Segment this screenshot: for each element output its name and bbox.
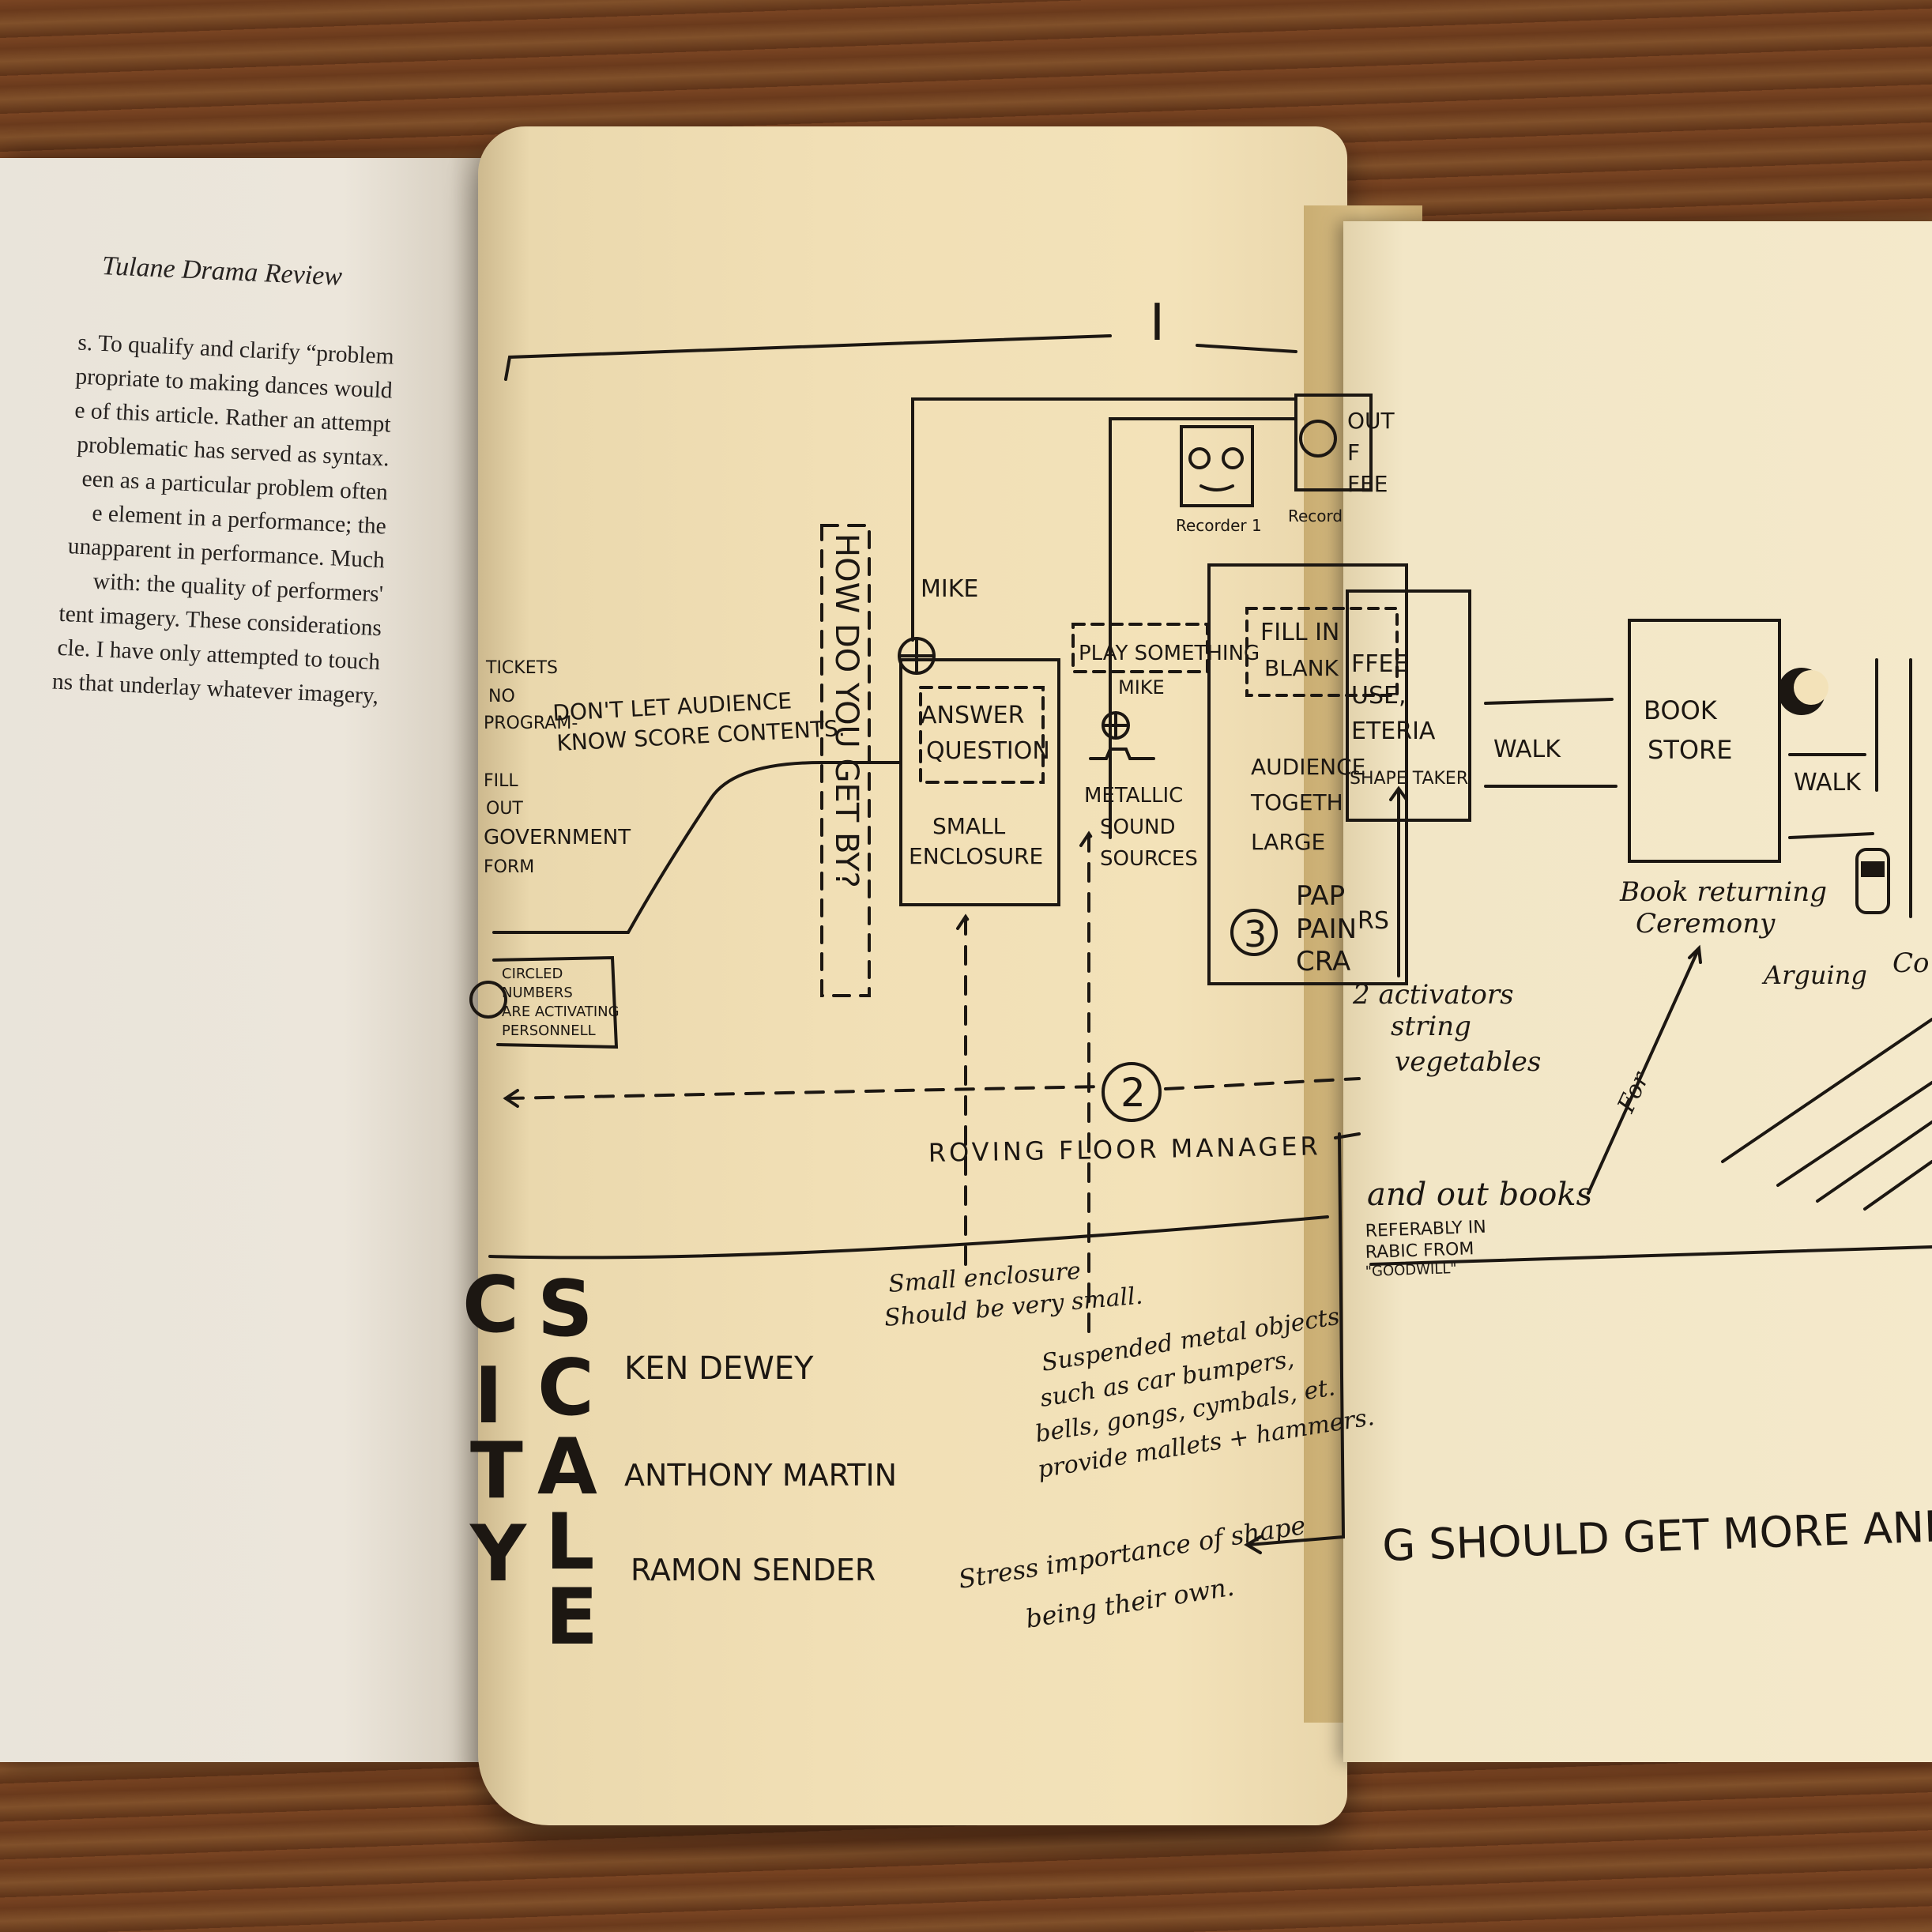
credit-ken-dewey: KEN DEWEY (624, 1350, 814, 1387)
enclosure-label: ENCLOSURE (909, 843, 1043, 869)
f-label: F (1347, 439, 1360, 465)
section-numeral: I (1150, 294, 1165, 352)
moon-icon (1778, 668, 1828, 715)
credit-ramon-sender: RAMON SENDER (631, 1553, 876, 1587)
cafeteria-label: ETERIA (1351, 717, 1436, 745)
stress-note: Stress importance of shape (956, 1510, 1308, 1595)
scale-letter: C (537, 1343, 594, 1433)
mike-2-label: MIKE (1118, 676, 1165, 699)
blank-label: BLANK (1264, 655, 1339, 681)
pain-label: PAIN (1296, 913, 1357, 945)
circle-3-label: 3 (1244, 913, 1267, 955)
coffee-label: FFEE (1351, 650, 1408, 678)
circled-note-line: PERSONNELL (502, 1022, 596, 1039)
cra-label: CRA (1296, 946, 1350, 977)
arguing-label: Arguing (1761, 960, 1867, 990)
sources-label: SOURCES (1100, 847, 1198, 871)
recorder-2-label: Record (1288, 507, 1343, 525)
right-foldout-page (1343, 221, 1932, 1762)
for-label: For (1612, 1067, 1655, 1117)
hand-out-books-label: and out books (1367, 1177, 1592, 1213)
recorder-label: Recorder 1 (1176, 516, 1262, 535)
out-label: OUT (1347, 408, 1395, 434)
car-icon (1855, 848, 1890, 914)
shape-taker-label: SHAPE TAKER (1350, 769, 1468, 789)
city-letter: C (462, 1260, 519, 1350)
circled-note-line: ARE ACTIVATING (502, 1004, 620, 1020)
house-label: USE, (1351, 682, 1407, 710)
scale-letter: S (537, 1264, 593, 1354)
left-book-page (0, 158, 490, 1762)
preferably-label: REFERABLY IN (1365, 1218, 1486, 1241)
audience-label: AUDIENCE (1251, 754, 1365, 780)
note-no: NO (488, 687, 515, 706)
book-returning-label: Book returning (1619, 876, 1827, 908)
city-letter: I (474, 1351, 503, 1441)
circled-note-line: NUMBERS (502, 985, 573, 1001)
goodwill-label: "GOODWILL" (1365, 1260, 1457, 1280)
vegetables-label: vegetables (1395, 1046, 1541, 1078)
being-their-own-note: being their own. (1023, 1572, 1236, 1634)
small-label: SMALL (932, 813, 1006, 839)
note-program: PROGRAM- (484, 714, 578, 733)
note-government: GOVERNMENT (484, 826, 631, 849)
note-fill: FILL (484, 771, 518, 791)
note-out: OUT (486, 799, 523, 819)
scale-letter: E (545, 1572, 598, 1663)
scale-letter: L (545, 1497, 594, 1587)
rabic-label: RABIC FROM (1365, 1239, 1474, 1263)
fill-in-label: FILL IN (1260, 619, 1339, 646)
note-tickets: TICKETS (485, 658, 558, 678)
city-letter: Y (469, 1509, 527, 1599)
rs-label: RS (1358, 907, 1389, 935)
large-label: LARGE (1251, 829, 1325, 855)
answer-label: ANSWER (921, 702, 1024, 729)
scale-letter: A (537, 1422, 597, 1512)
together-label: TOGETH (1250, 789, 1343, 815)
fee-label: FEE (1347, 471, 1388, 497)
pap-label: PAP (1296, 880, 1345, 912)
mike-label: MIKE (921, 575, 978, 603)
question-label: QUESTION (926, 737, 1050, 765)
how-do-you-get-by: HOW DO YOU GET BY? (828, 533, 864, 888)
ceremony-label: Ceremony (1636, 908, 1776, 940)
city-letter: T (470, 1426, 523, 1516)
metallic-label: METALLIC (1084, 784, 1183, 808)
book-label: BOOK (1644, 695, 1718, 725)
note-form: FORM (484, 857, 534, 877)
coffee-cup-icon (1299, 420, 1337, 458)
walk-2-label: WALK (1794, 769, 1862, 797)
co-label: Co (1892, 947, 1929, 979)
walk-1-label: WALK (1493, 736, 1561, 763)
roving-floor-manager-label: ROVING FLOOR MANAGER (928, 1131, 1321, 1168)
circle-2-label: 2 (1120, 1070, 1146, 1116)
string-label: string (1391, 1011, 1471, 1042)
sound-label: SOUND (1100, 815, 1175, 839)
credit-anthony-martin: ANTHONY MARTIN (624, 1458, 897, 1493)
activators-label: 2 activators (1352, 979, 1514, 1011)
circled-note-line: CIRCLED (502, 966, 563, 982)
play-something-label: PLAY SOMETHING (1079, 642, 1260, 665)
bottom-caption: G SHOULD GET MORE AND (1381, 1501, 1932, 1571)
store-label: STORE (1648, 735, 1733, 765)
